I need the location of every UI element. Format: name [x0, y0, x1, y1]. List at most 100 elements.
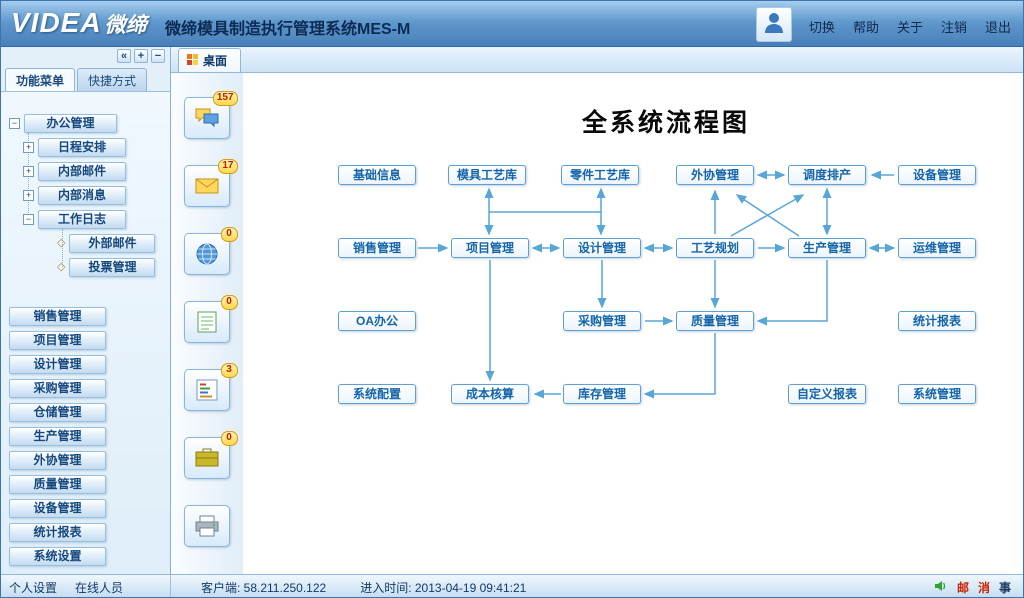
user-avatar[interactable]: [756, 7, 792, 42]
flow-box-production[interactable]: 生产管理: [788, 238, 866, 258]
tree-item-label-sales-mgmt[interactable]: 销售管理: [9, 307, 106, 326]
tree-item-label-system-settings[interactable]: 系统设置: [9, 547, 106, 566]
flow-box-part-process-lib[interactable]: 零件工艺库: [561, 165, 639, 185]
app-title: 微缔模具制造执行管理系统MES-M: [165, 21, 411, 38]
web-badge: 0: [220, 227, 238, 242]
sidebar: « + − 功能菜单快捷方式 −办公管理+日程安排+内部邮件+内部消息−工作日志…: [1, 47, 171, 576]
tab-desktop[interactable]: 桌面: [178, 48, 242, 72]
flowchart-boxes: 基础信息 模具工艺库 零件工艺库 外协管理 调度排产 设备管理销售管理 项目管理 设计管理 工艺…: [243, 73, 1023, 574]
header-link-help[interactable]: 帮助: [852, 20, 879, 35]
tree-item-internal-mail: + 内部邮件: [1, 162, 170, 181]
sidebar-tab-shortcut[interactable]: 快捷方式: [77, 68, 148, 91]
message-badge: 157: [212, 91, 238, 106]
status-toggle-task[interactable]: 事: [998, 580, 1011, 595]
tree-expander-icon[interactable]: +: [23, 190, 34, 201]
flow-box-inventory[interactable]: 库存管理: [563, 384, 641, 404]
tree-item-label-production-mgmt[interactable]: 生产管理: [9, 427, 106, 446]
mail-badge: 17: [218, 159, 238, 174]
flow-box-statistics-report[interactable]: 统计报表: [898, 311, 976, 331]
flow-box-system-mgmt[interactable]: 系统管理: [898, 384, 976, 404]
header-link-switch[interactable]: 切换: [808, 20, 835, 35]
tree-item-production-mgmt: 生产管理: [1, 427, 170, 446]
tree-expander-icon[interactable]: −: [23, 214, 34, 225]
statusbar-personal-settings[interactable]: 个人设置: [9, 580, 58, 595]
tree-item-external-mail: ◇外部邮件: [1, 234, 170, 253]
tasks-quick-icon[interactable]: 0: [183, 431, 238, 479]
tree-item-label-office-mgmt[interactable]: 办公管理: [24, 114, 117, 133]
notes-quick-icon[interactable]: 0: [183, 295, 238, 343]
flow-box-custom-report[interactable]: 自定义报表: [788, 384, 866, 404]
tree-item-project-mgmt: 项目管理: [1, 331, 170, 350]
desktop-content: 全系统流程图: [243, 73, 1023, 574]
flow-box-outsourcing[interactable]: 外协管理: [676, 165, 754, 185]
flow-box-basic-info[interactable]: 基础信息: [338, 165, 416, 185]
tree-item-label-internal-mail[interactable]: 内部邮件: [38, 162, 126, 181]
status-bar: 个人设置 在线人员 客户端: 58.211.250.122 进入时间: 2013-…: [1, 574, 1023, 597]
notes-badge: 0: [220, 295, 238, 310]
logo-cn-text: 微缔: [104, 14, 147, 37]
tree-item-label-work-log[interactable]: 工作日志: [38, 210, 126, 229]
status-toggle-message[interactable]: 消: [977, 580, 990, 595]
tasks-badge: 0: [220, 431, 238, 446]
schedule-quick-icon[interactable]: 3: [183, 363, 238, 411]
tree-expander-icon[interactable]: +: [23, 166, 34, 177]
header-link-exit[interactable]: 退出: [984, 20, 1011, 35]
web-quick-icon[interactable]: 0: [183, 227, 238, 275]
quick-icon-strip: 157 17 0 0 3 0: [171, 73, 243, 574]
sidebar-tab-function-menu[interactable]: 功能菜单: [5, 68, 76, 91]
flow-box-quality[interactable]: 质量管理: [676, 311, 754, 331]
flow-box-purchasing[interactable]: 采购管理: [563, 311, 641, 331]
tree-item-work-log: −工作日志: [1, 210, 170, 229]
header-link-about[interactable]: 关于: [896, 20, 923, 35]
flow-box-oa-office[interactable]: OA办公: [338, 311, 416, 331]
flow-box-design[interactable]: 设计管理: [563, 238, 641, 258]
tree-item-label-project-mgmt[interactable]: 项目管理: [9, 331, 106, 350]
tree-item-purchase-mgmt: 采购管理: [1, 379, 170, 398]
status-toggle-mail[interactable]: 邮: [956, 580, 969, 595]
flow-box-process-planning[interactable]: 工艺规划: [676, 238, 754, 258]
expand-all-button[interactable]: +: [134, 49, 148, 63]
status-sound-icon[interactable]: [933, 579, 947, 596]
flow-box-system-config[interactable]: 系统配置: [338, 384, 416, 404]
tree-item-internal-message: + 内部消息: [1, 186, 170, 205]
mail-quick-icon[interactable]: 17: [183, 159, 238, 207]
statusbar-online-users[interactable]: 在线人员: [75, 580, 124, 595]
flow-box-equipment[interactable]: 设备管理: [898, 165, 976, 185]
schedule-badge: 3: [220, 363, 238, 378]
tree-item-label-quality-mgmt[interactable]: 质量管理: [9, 475, 106, 494]
tree-expander-icon[interactable]: −: [9, 118, 20, 129]
enter-time: 进入时间: 2013-04-19 09:41:21: [360, 580, 527, 595]
flowchart-title: 全系统流程图: [581, 108, 750, 137]
logo-text: VIDEA: [11, 7, 102, 38]
flow-box-cost-accounting[interactable]: 成本核算: [451, 384, 529, 404]
print-quick-icon[interactable]: [183, 505, 230, 547]
tree-item-label-vote-mgmt[interactable]: 投票管理: [69, 258, 156, 277]
statusbar-left: 个人设置 在线人员: [1, 575, 171, 597]
tree-item-label-design-mgmt[interactable]: 设计管理: [9, 355, 106, 374]
tree-item-office-mgmt: −办公管理: [1, 114, 170, 133]
tree-item-label-purchase-mgmt[interactable]: 采购管理: [9, 379, 106, 398]
tree-item-label-external-mail[interactable]: 外部邮件: [69, 234, 156, 253]
tree-item-label-internal-message[interactable]: 内部消息: [38, 186, 126, 205]
tree-item-label-stats-report[interactable]: 统计报表: [9, 523, 106, 542]
message-quick-icon[interactable]: 157: [183, 91, 238, 139]
flow-box-dispatch-scheduling[interactable]: 调度排产: [788, 165, 866, 185]
flow-box-mold-process-lib[interactable]: 模具工艺库: [448, 165, 526, 185]
flow-box-project[interactable]: 项目管理: [451, 238, 529, 258]
tree-item-label-warehouse-mgmt[interactable]: 仓储管理: [9, 403, 106, 422]
tree-item-label-outsourcing-mgmt[interactable]: 外协管理: [9, 451, 106, 470]
flow-box-maintenance[interactable]: 运维管理: [898, 238, 976, 258]
statusbar-right: 邮消事: [933, 579, 1023, 596]
tree-item-label-schedule-arrange[interactable]: 日程安排: [38, 138, 126, 157]
function-menu-tree: −办公管理+日程安排+内部邮件+内部消息−工作日志◇外部邮件◇投票管理销售管理项…: [1, 91, 170, 576]
tree-expander-icon[interactable]: +: [23, 142, 34, 153]
header-link-logout[interactable]: 注销: [940, 20, 967, 35]
collapse-sidebar-button[interactable]: «: [117, 49, 131, 63]
flow-box-sales[interactable]: 销售管理: [338, 238, 416, 258]
tree-item-outsourcing-mgmt: 外协管理: [1, 451, 170, 470]
statusbar-info: 客户端: 58.211.250.122 进入时间: 2013-04-19 09:…: [171, 579, 933, 596]
collapse-all-button[interactable]: −: [151, 49, 165, 63]
tree-item-label-equipment-mgmt[interactable]: 设备管理: [9, 499, 106, 518]
